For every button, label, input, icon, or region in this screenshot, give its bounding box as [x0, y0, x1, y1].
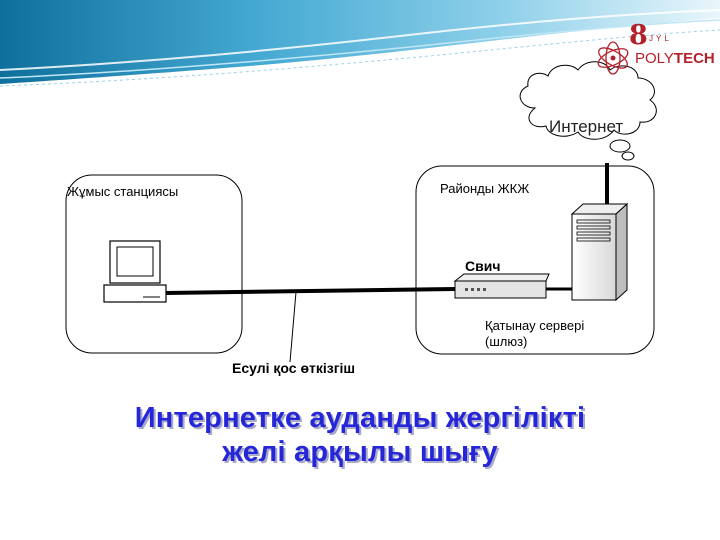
logo-word-left: POLY: [635, 50, 674, 67]
server-label-line1: Қатынау сервері: [485, 318, 585, 333]
internet-cloud: [519, 61, 657, 161]
internet-label: Интернет: [549, 117, 624, 136]
right-zone-label: Районды ЖКЖ: [440, 181, 530, 196]
logo-small-text: JYL: [649, 34, 672, 43]
main-cable: [164, 287, 456, 295]
logo-number: 8: [629, 20, 648, 51]
left-zone-label: Жұмыс станциясы: [67, 184, 179, 199]
workstation-icon: [103, 240, 167, 303]
left-zone-box: [65, 174, 243, 354]
cable-pointer: [289, 291, 297, 363]
logo-wordmark: POLYTECH: [635, 51, 715, 67]
header-waves: [0, 0, 720, 87]
server-label-line2: (шлюз): [485, 334, 528, 349]
cable-label: Есулі қос өткізгіш: [232, 360, 356, 376]
logo-word-right: TECH: [673, 50, 715, 67]
slide-title-line2: желі арқылы шығу: [222, 436, 498, 468]
server-icon: [570, 202, 629, 302]
right-zone-box: [415, 165, 655, 355]
switch-label: Свич: [465, 258, 501, 274]
slide-title-line1: Интернетке ауданды жергілікті: [134, 402, 586, 434]
switch-icon: [453, 273, 550, 299]
polytech-logo: 8 JYL POLYTECH: [593, 20, 715, 78]
